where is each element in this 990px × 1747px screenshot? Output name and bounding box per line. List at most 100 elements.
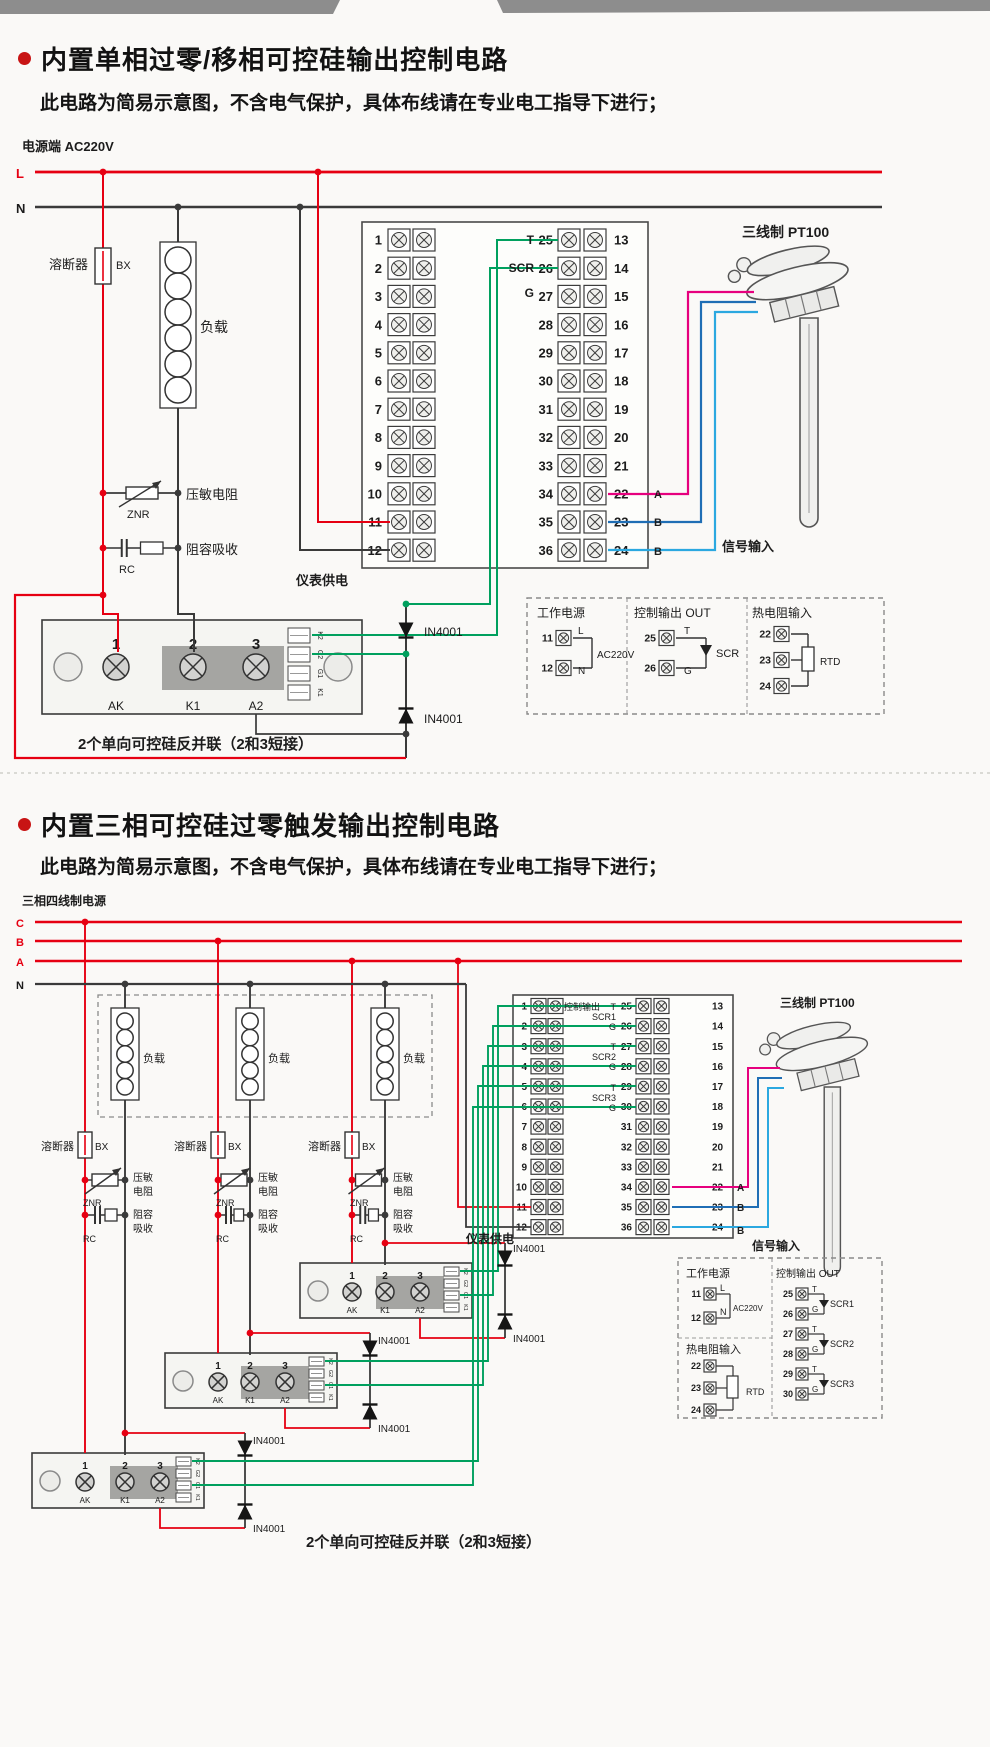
section1-title: 内置单相过零/移相可控硅输出控制电路 <box>41 45 509 75</box>
legend-work-title: 工作电源 <box>537 606 585 620</box>
svg-text:12: 12 <box>541 663 553 675</box>
svg-text:35: 35 <box>621 1203 633 1214</box>
diode-label: IN4001 <box>253 1436 286 1447</box>
svg-text:ZNR: ZNR <box>83 1198 102 1208</box>
fuse-icon <box>94 247 112 285</box>
strip-g-label: G <box>609 1103 616 1113</box>
screw-terminal-icon <box>412 284 436 308</box>
legend-t: T <box>684 626 690 637</box>
screw-terminal-icon <box>795 1327 809 1341</box>
svg-text:10: 10 <box>516 1183 528 1194</box>
power-side-label: 三相四线制电源 <box>22 893 106 908</box>
svg-text:12: 12 <box>691 1313 701 1323</box>
svg-text:AK: AK <box>80 1496 91 1505</box>
svg-text:26: 26 <box>783 1309 793 1319</box>
legend-rtd: RTD <box>820 657 840 668</box>
legend-rtd-title: 热电阻输入 <box>752 605 812 620</box>
fuse-code-label: BX <box>116 260 131 272</box>
load-coil-icon <box>370 1007 400 1101</box>
svg-text:T: T <box>812 1365 817 1374</box>
svg-text:K1: K1 <box>380 1306 390 1315</box>
svg-text:18: 18 <box>712 1102 724 1113</box>
screw-terminal-icon <box>635 1058 652 1075</box>
svg-text:2: 2 <box>122 1461 128 1472</box>
svg-text:19: 19 <box>712 1122 724 1133</box>
diode-icon <box>497 1250 513 1267</box>
legend-out-title: 控制输出 OUT <box>776 1267 840 1280</box>
screw-terminal-icon <box>557 454 581 478</box>
svg-text:29: 29 <box>621 1082 633 1093</box>
wire-b2-label: B <box>737 1226 744 1237</box>
svg-text:6: 6 <box>375 374 382 389</box>
signal-input-label: 信号输入 <box>752 1238 800 1253</box>
svg-text:阻容: 阻容 <box>133 1208 153 1221</box>
svg-text:8: 8 <box>521 1142 527 1153</box>
svg-text:31: 31 <box>539 402 553 417</box>
svg-text:1: 1 <box>82 1461 88 1472</box>
svg-text:T: T <box>812 1285 817 1294</box>
screw-terminal-icon <box>555 659 572 677</box>
screw-terminal-icon <box>653 1098 670 1115</box>
svg-text:1: 1 <box>375 233 382 248</box>
strip-t-label: T <box>527 233 535 247</box>
screw-terminal-icon <box>653 1118 670 1135</box>
svg-text:负载: 负载 <box>403 1051 425 1065</box>
screw-terminal-icon <box>583 369 607 393</box>
svg-text:28: 28 <box>539 317 553 332</box>
s1-wires-sensor <box>608 290 758 552</box>
wire-a-label: A <box>737 1183 744 1194</box>
svg-text:ZNR: ZNR <box>350 1198 369 1208</box>
section2-subtitle: 此电路为简易示意图，不含电气保护，具体布线请在专业电工指导下进行； <box>40 857 668 878</box>
section1-over-layer <box>94 168 414 738</box>
s1-wires-red <box>13 170 882 760</box>
screw-terminal-icon <box>387 369 411 393</box>
svg-text:5: 5 <box>375 345 382 360</box>
screw-terminal-icon <box>555 629 572 647</box>
screw-terminal-icon <box>387 228 411 252</box>
screw-terminal-icon <box>635 1178 652 1196</box>
svg-text:T: T <box>812 1325 817 1334</box>
screw-terminal-icon <box>795 1347 809 1361</box>
screw-terminal-icon <box>530 1198 547 1216</box>
svg-text:RC: RC <box>350 1234 363 1244</box>
screw-terminal-icon <box>635 1138 652 1155</box>
svg-text:压敏: 压敏 <box>393 1171 413 1184</box>
varistor-icon <box>84 1167 122 1195</box>
strip-scr1-label: SCR1 <box>592 1012 616 1022</box>
screw-terminal-icon <box>412 341 436 365</box>
screw-terminal-icon <box>773 625 790 643</box>
line-a-label: A <box>16 957 24 969</box>
screw-terminal-icon <box>703 1311 717 1325</box>
svg-text:18: 18 <box>614 374 628 389</box>
legend-work-title: 工作电源 <box>686 1266 730 1280</box>
svg-text:26: 26 <box>644 663 656 675</box>
diode-icon <box>237 1503 253 1520</box>
svg-text:K1: K1 <box>316 688 323 697</box>
svg-text:SCR3: SCR3 <box>830 1379 854 1389</box>
strip-g-label: G <box>525 286 534 300</box>
screw-terminal-icon <box>387 341 411 365</box>
screw-terminal-icon <box>703 1403 717 1417</box>
screw-terminal-icon <box>653 997 670 1015</box>
screw-terminal-icon <box>557 538 581 562</box>
screw-terminal-icon <box>653 1058 670 1075</box>
screw-terminal-icon <box>387 425 411 449</box>
svg-text:24: 24 <box>759 681 771 693</box>
svg-text:G1: G1 <box>316 669 323 678</box>
screw-terminal-icon <box>635 1118 652 1135</box>
screw-terminal-icon <box>653 1017 670 1035</box>
line-c-label: C <box>16 918 24 930</box>
svg-text:27: 27 <box>783 1329 793 1339</box>
svg-text:AK: AK <box>347 1306 358 1315</box>
strip-t-label: T <box>611 1042 617 1052</box>
diode-label: IN4001 <box>513 1244 546 1255</box>
screw-terminal-icon <box>557 284 581 308</box>
pt100-probe <box>727 245 849 528</box>
svg-text:3: 3 <box>521 1042 527 1053</box>
screw-terminal-icon <box>557 369 581 393</box>
svg-text:1: 1 <box>215 1361 221 1372</box>
screw-terminal-icon <box>387 313 411 337</box>
